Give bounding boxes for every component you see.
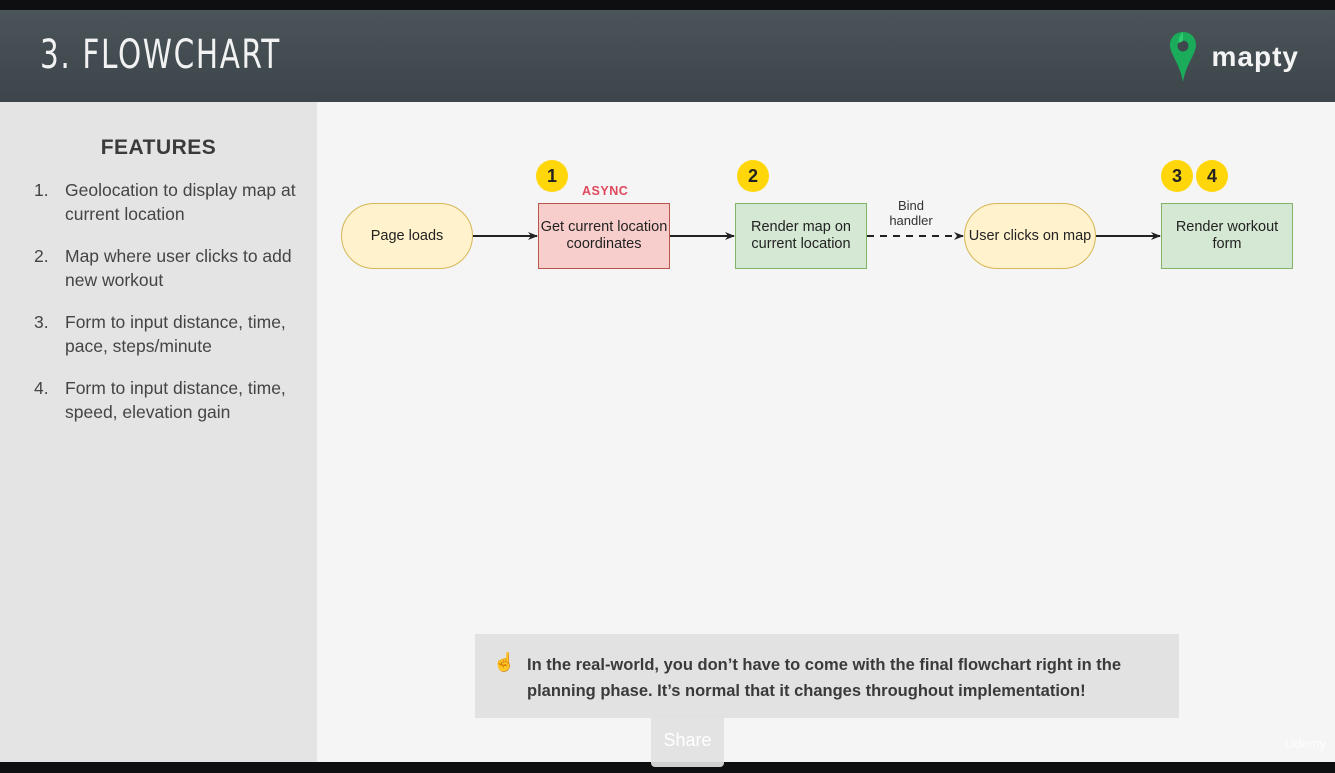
node-page-loads: Page loads [341, 203, 473, 269]
step-badge-2: 2 [737, 160, 769, 192]
node-render-form: Render workout form [1161, 203, 1293, 269]
feature-text: Form to input distance, time, pace, step… [65, 312, 286, 356]
share-button[interactable]: Share [651, 714, 724, 767]
feature-item: 4. Form to input distance, time, speed, … [34, 376, 304, 424]
features-title: FEATURES [100, 136, 217, 159]
features-list: 1. Geolocation to display map at current… [34, 178, 304, 442]
feature-item: 3. Form to input distance, time, pace, s… [34, 310, 304, 358]
step-badge-4: 4 [1196, 160, 1228, 192]
feature-text: Map where user clicks to add new workout [65, 246, 292, 290]
feature-text: Form to input distance, time, speed, ele… [65, 378, 286, 422]
node-label: Page loads [370, 227, 444, 244]
node-label: Render workout form [1175, 219, 1279, 252]
map-pin-icon [1169, 32, 1196, 82]
slide-header: 3. FLOWCHART mapty [0, 10, 1335, 102]
step-badge-3: 3 [1161, 160, 1193, 192]
node-user-clicks: User clicks on map [964, 203, 1096, 269]
node-label: User clicks on map [968, 227, 1092, 244]
async-label: ASYNC [582, 184, 629, 198]
feature-number: 4. [34, 378, 49, 398]
features-sidebar: FEATURES 1. Geolocation to display map a… [0, 102, 317, 762]
feature-number: 2. [34, 246, 49, 266]
note-box: ☝ In the real-world, you don’t have to c… [475, 634, 1179, 718]
udemy-watermark: Udemy [1284, 736, 1326, 751]
brand-logo: mapty [1168, 30, 1299, 84]
node-label: Render map on current location [751, 219, 851, 252]
slide-title: 3. FLOWCHART [40, 32, 281, 78]
feature-number: 3. [34, 312, 49, 332]
feature-item: 1. Geolocation to display map at current… [34, 178, 304, 226]
feature-number: 1. [34, 180, 49, 200]
feature-item: 2. Map where user clicks to add new work… [34, 244, 304, 292]
node-render-map: Render map on current location [735, 203, 867, 269]
feature-text: Geolocation to display map at current lo… [65, 180, 296, 224]
bind-handler-label: Bind handler [889, 198, 933, 228]
pointing-finger-icon: ☝ [493, 652, 516, 672]
step-badge-1: 1 [536, 160, 568, 192]
video-bottom-bar [0, 762, 1335, 773]
node-label: Get current location coordinates [540, 219, 668, 252]
note-text: In the real-world, you don’t have to com… [527, 656, 1122, 700]
node-get-location: Get current location coordinates [538, 203, 670, 269]
brand-name: mapty [1211, 41, 1299, 72]
